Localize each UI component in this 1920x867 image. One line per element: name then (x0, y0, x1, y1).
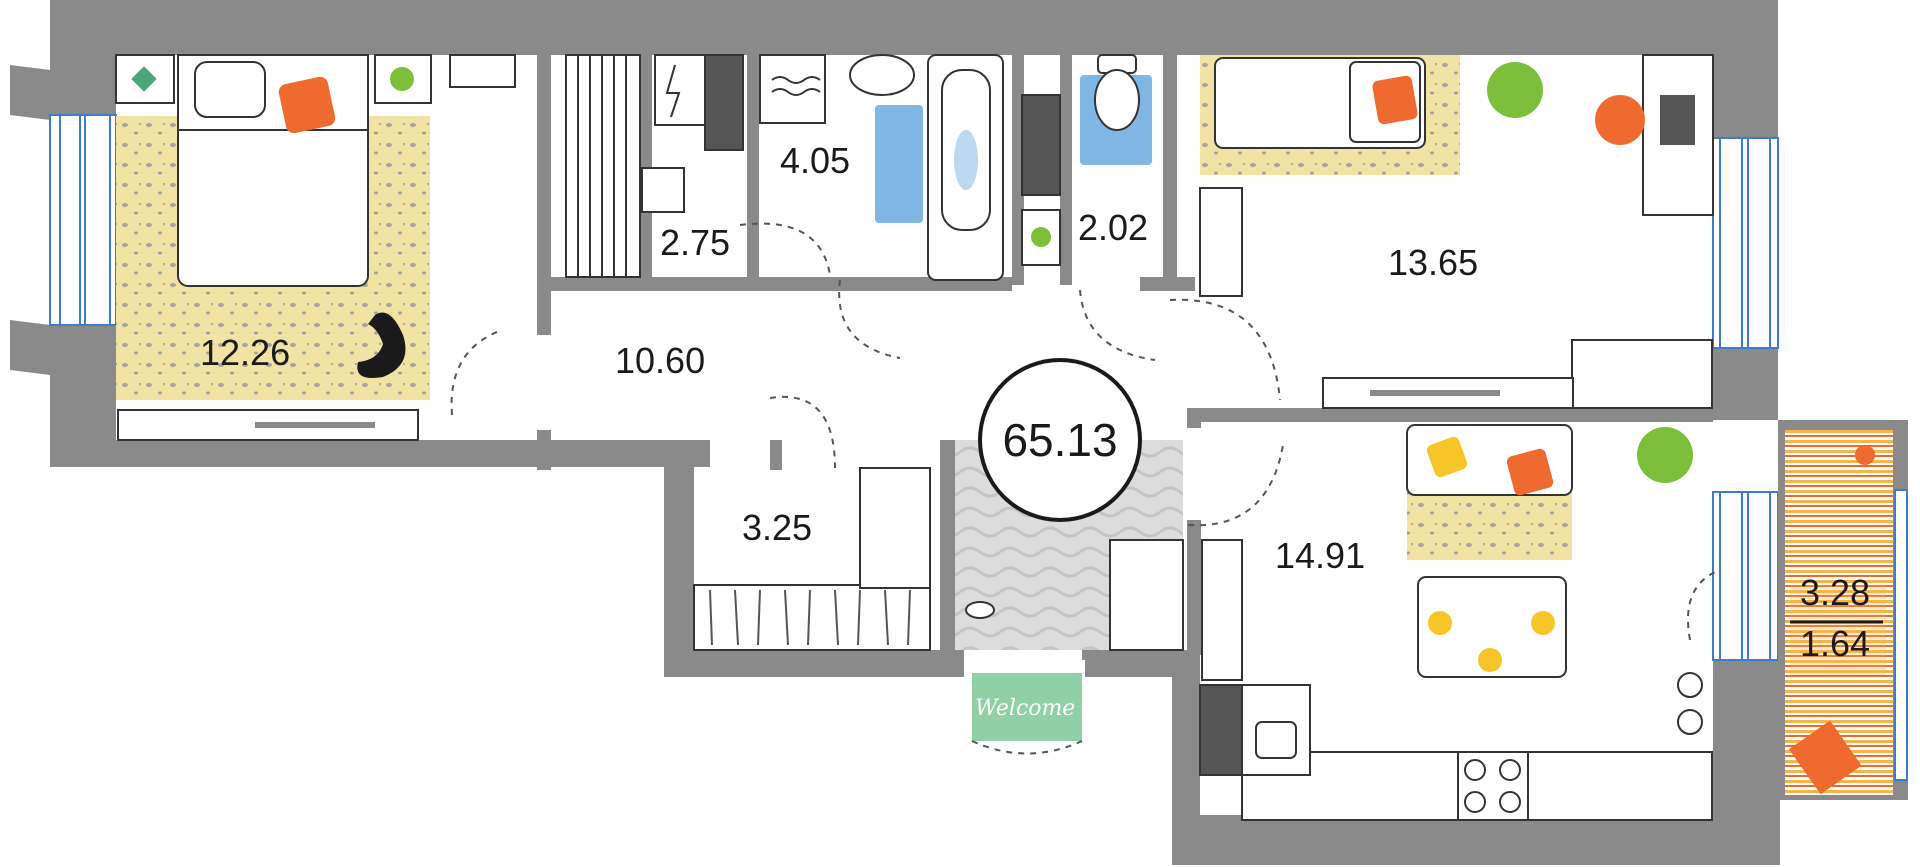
bath-mat-icon (875, 105, 923, 223)
room-area-balcony-reduced: 1.64 (1800, 623, 1870, 664)
meter-second-icon (1677, 709, 1703, 735)
toilet-room (1080, 54, 1152, 165)
room-area-bedroom: 12.26 (200, 332, 290, 373)
doors (450, 222, 1721, 641)
meter-icon (1677, 672, 1703, 698)
closet-shelf-icon (693, 584, 931, 651)
sauna-heater-icon (654, 54, 706, 126)
sauna (565, 54, 744, 278)
radiator-icon (449, 54, 516, 88)
sink-icon (849, 54, 915, 96)
nightstand-icon (115, 54, 175, 104)
tv-wall-icon (1201, 539, 1243, 681)
room-area-kitchen-living: 14.91 (1275, 535, 1365, 576)
living-plant-icon (1637, 427, 1693, 483)
sofa-pillow-orange-icon (1506, 448, 1554, 496)
wardrobe (693, 467, 931, 651)
right-windows (1712, 137, 1779, 661)
bed-icon (177, 117, 369, 287)
slippers-icon (965, 601, 995, 619)
second-pillow-accent-icon (1372, 75, 1418, 125)
room-area-wardrobe: 3.25 (742, 507, 812, 548)
left-windows (10, 65, 117, 375)
closet-side-icon (859, 467, 931, 589)
fridge-icon (1199, 684, 1243, 776)
welcome-mat-label: Welcome (975, 696, 1075, 721)
room-area-second-bedroom: 13.65 (1388, 242, 1478, 283)
plant-icon (1487, 62, 1543, 118)
sofa-pillow-yellow-icon (1426, 436, 1468, 478)
welcome-mat-icon (972, 673, 1082, 741)
walls (50, 0, 1780, 865)
cat-icon (357, 312, 406, 378)
room-area-sauna: 2.75 (660, 222, 730, 263)
dining-table-icon (1417, 576, 1567, 678)
total-area-label: 65.13 (1002, 414, 1117, 466)
kitchen-living (1199, 424, 1713, 821)
room-area-bathroom: 4.05 (780, 140, 850, 181)
deck-chair-icon (1789, 720, 1862, 795)
balcony (1778, 420, 1908, 800)
room-area-balcony: 3.28 (1800, 572, 1870, 613)
radiator-second-icon (1199, 187, 1243, 297)
second-bedroom (1199, 54, 1714, 409)
bedroom (115, 54, 516, 441)
sauna-bucket-icon (641, 167, 685, 213)
area-labels: 12.26 10.60 2.75 4.05 2.02 13.65 3.25 14… (200, 140, 1870, 664)
pillow-accent-icon (278, 76, 336, 134)
bathroom (759, 54, 1061, 281)
ball-icon (1855, 445, 1875, 465)
total-area-badge: 65.13 (978, 358, 1142, 522)
desk-chair-icon (1595, 95, 1645, 145)
room-area-toilet: 2.02 (1078, 207, 1148, 248)
room-area-hallway: 10.60 (615, 340, 705, 381)
pillow-icon (194, 61, 266, 118)
hall-cabinet-icon (1109, 539, 1184, 651)
shoe-rack-icon (1571, 339, 1713, 409)
